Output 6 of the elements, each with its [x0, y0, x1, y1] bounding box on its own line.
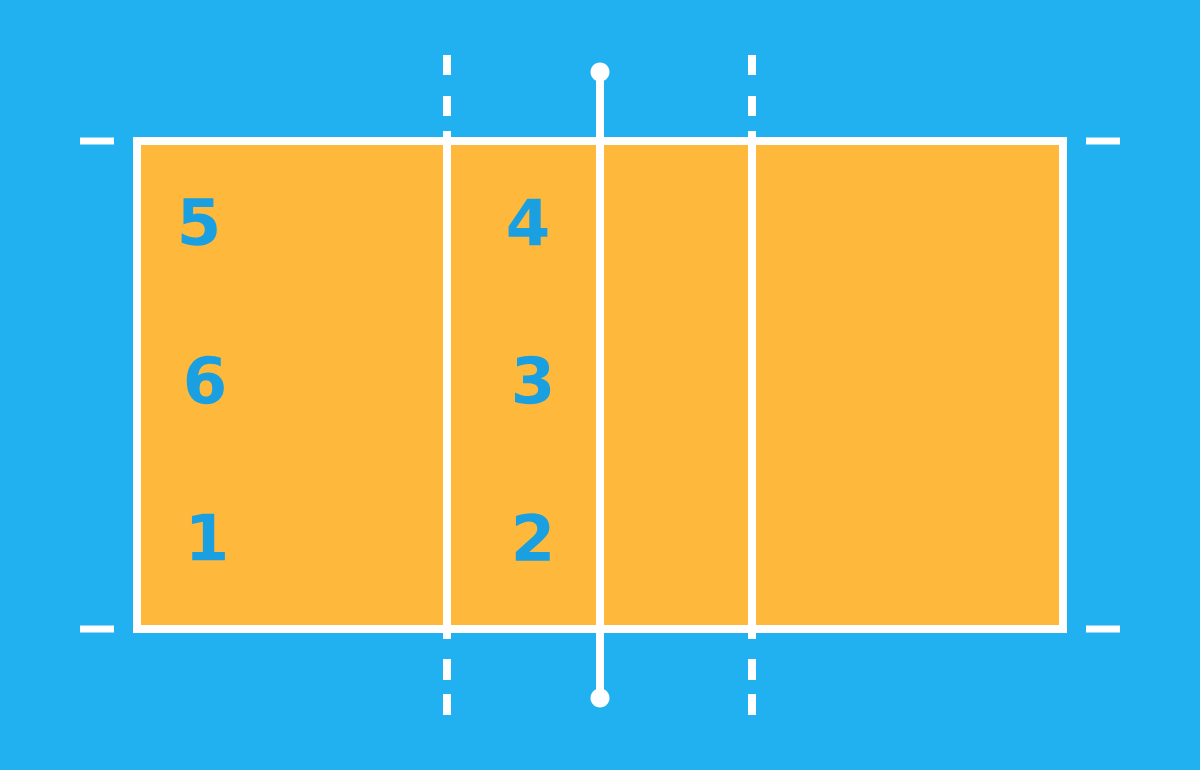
- position-number: 2: [515, 513, 550, 561]
- position-number: 4: [508, 198, 548, 246]
- position-number: 3: [515, 355, 551, 405]
- position-number: 6: [186, 355, 224, 405]
- position-number: 5: [181, 198, 217, 246]
- position-number: 1: [191, 513, 225, 561]
